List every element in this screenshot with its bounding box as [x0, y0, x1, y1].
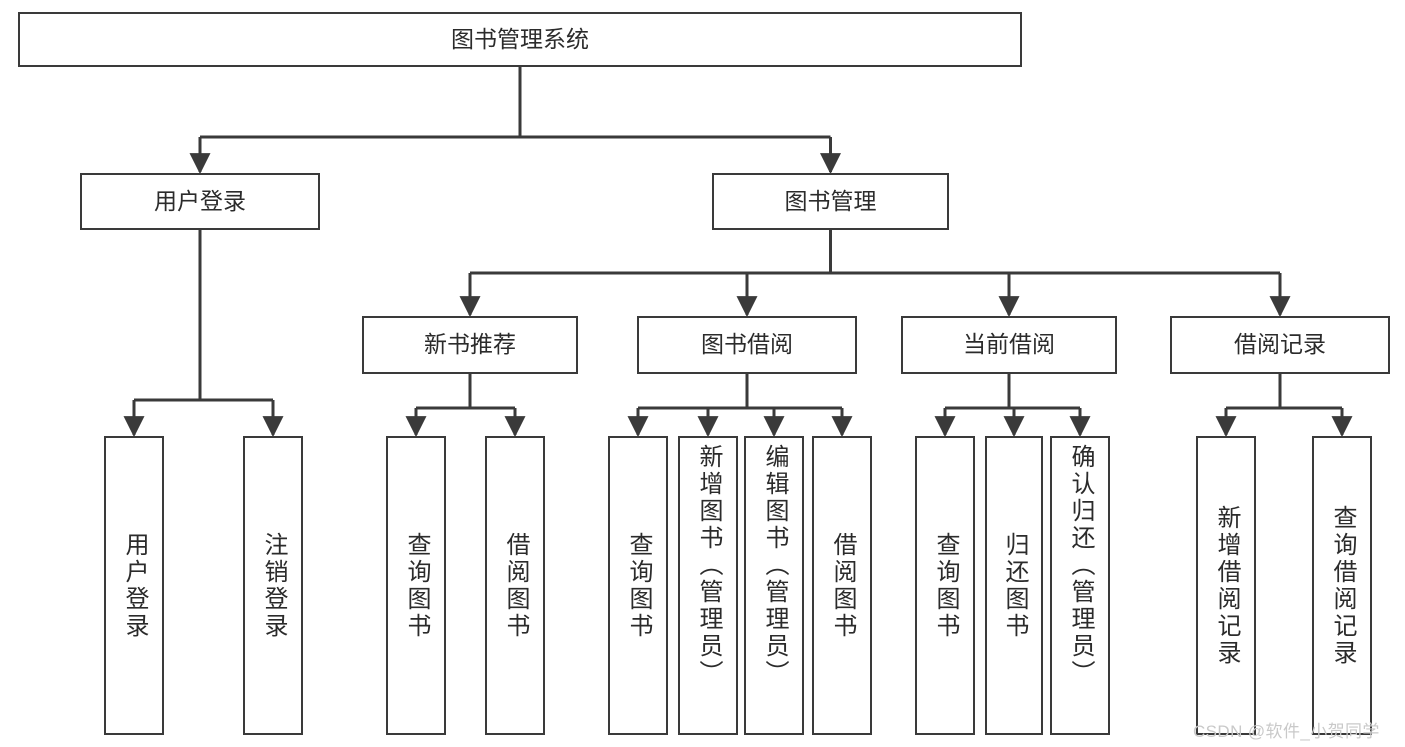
node-leaf-add-record-label: 新增借阅记录 [1213, 504, 1240, 667]
csdn-watermark: CSDN @软件_小贺同学 [1193, 722, 1380, 741]
node-leaf-borrow-book-1[interactable]: 借阅图书 [485, 436, 545, 735]
node-leaf-borrow-book-2-label: 借阅图书 [829, 531, 856, 640]
node-leaf-user-login[interactable]: 用户登录 [104, 436, 164, 735]
node-leaf-logout[interactable]: 注销登录 [243, 436, 303, 735]
node-leaf-query-record[interactable]: 查询借阅记录 [1312, 436, 1372, 735]
node-leaf-return-book-label: 归还图书 [1001, 531, 1028, 640]
node-user-login-label: 用户登录 [154, 187, 246, 214]
node-user-login[interactable]: 用户登录 [80, 173, 320, 230]
node-leaf-add-record[interactable]: 新增借阅记录 [1196, 436, 1256, 735]
node-leaf-edit-book-admin-label: 编辑图书（管理员） [761, 444, 788, 687]
node-leaf-logout-label: 注销登录 [260, 531, 287, 640]
node-book-manage[interactable]: 图书管理 [712, 173, 949, 230]
node-borrow-record-label: 借阅记录 [1234, 331, 1326, 358]
node-leaf-borrow-book-2[interactable]: 借阅图书 [812, 436, 872, 735]
node-new-book-recommend-label: 新书推荐 [424, 331, 516, 358]
node-leaf-query-book-2[interactable]: 查询图书 [608, 436, 668, 735]
node-leaf-return-book[interactable]: 归还图书 [985, 436, 1043, 735]
node-leaf-add-book-admin-label: 新增图书（管理员） [695, 444, 722, 687]
node-root-label: 图书管理系统 [451, 25, 589, 52]
node-book-manage-label: 图书管理 [784, 187, 877, 214]
node-book-borrow[interactable]: 图书借阅 [637, 316, 857, 374]
node-leaf-edit-book-admin[interactable]: 编辑图书（管理员） [744, 436, 804, 735]
node-leaf-user-login-label: 用户登录 [121, 531, 148, 640]
node-current-borrow-label: 当前借阅 [963, 331, 1055, 358]
node-leaf-query-book-1-label: 查询图书 [403, 531, 430, 640]
node-root[interactable]: 图书管理系统 [18, 12, 1022, 67]
node-leaf-borrow-book-1-label: 借阅图书 [502, 531, 529, 640]
node-book-borrow-label: 图书借阅 [701, 331, 793, 358]
node-leaf-query-book-1[interactable]: 查询图书 [386, 436, 446, 735]
node-leaf-query-record-label: 查询借阅记录 [1329, 504, 1356, 667]
node-borrow-record[interactable]: 借阅记录 [1170, 316, 1390, 374]
node-current-borrow[interactable]: 当前借阅 [901, 316, 1117, 374]
node-leaf-query-book-3[interactable]: 查询图书 [915, 436, 975, 735]
node-leaf-confirm-return-label: 确认归还（管理员） [1067, 444, 1094, 687]
node-leaf-query-book-2-label: 查询图书 [625, 531, 652, 640]
node-leaf-confirm-return[interactable]: 确认归还（管理员） [1050, 436, 1110, 735]
node-leaf-add-book-admin[interactable]: 新增图书（管理员） [678, 436, 738, 735]
node-new-book-recommend[interactable]: 新书推荐 [362, 316, 578, 374]
node-leaf-query-book-3-label: 查询图书 [932, 531, 959, 640]
